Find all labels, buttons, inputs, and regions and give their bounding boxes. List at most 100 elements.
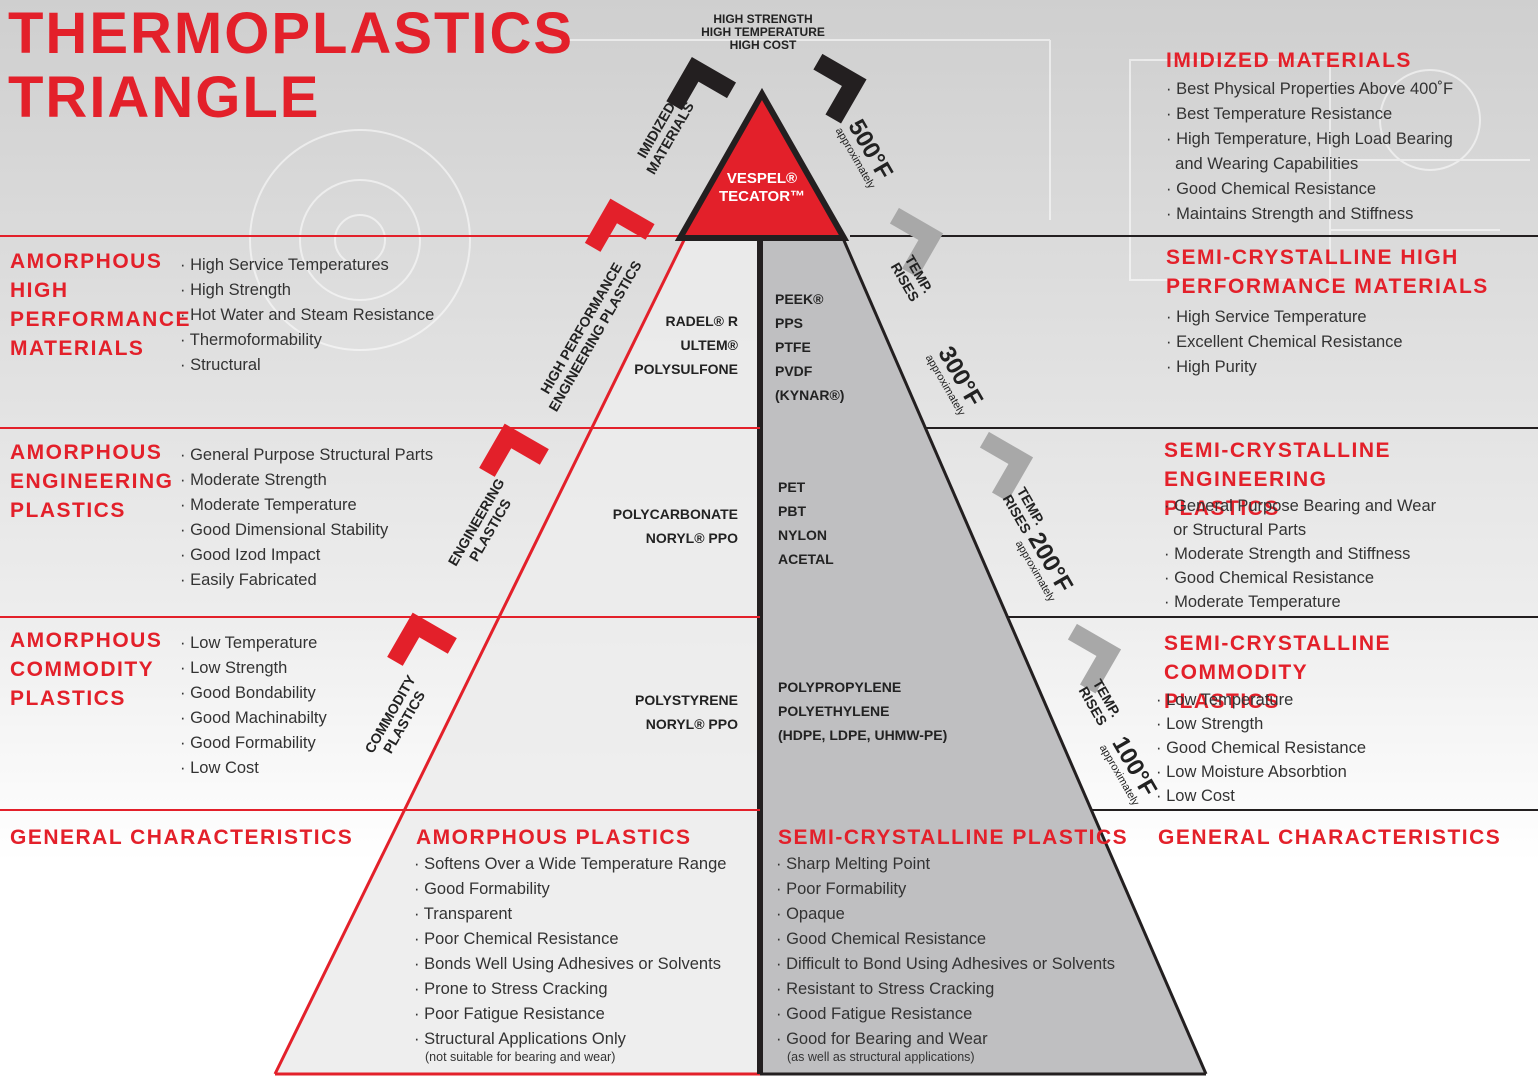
bullet: Good Bondability: [180, 681, 327, 706]
bullet: Good Izod Impact: [180, 543, 433, 568]
material-name: PPS: [775, 315, 804, 331]
left-heading-engineering: AMORPHOUS ENGINEERING PLASTICS: [10, 438, 174, 525]
chevron-imidized: [666, 57, 737, 111]
general-characteristics-right: GENERAL CHARACTERISTICS: [1158, 826, 1502, 849]
vespel-triangle: [674, 87, 850, 241]
material-name: PBT: [778, 503, 806, 519]
bullet-continuation: or Structural Parts: [1173, 521, 1307, 539]
materials-semicrystalline-high-performance: PEEK® PPS PTFE PVDF (KYNAR®): [775, 287, 844, 407]
semicrystalline-note: (as well as structural applications): [787, 1050, 975, 1064]
right-bullets-high-performance: High Service Temperature Excellent Chemi…: [1166, 305, 1403, 380]
bullet: Good Chemical Resistance: [776, 927, 1115, 952]
material-name: POLYPROPYLENE: [778, 679, 902, 695]
bullet: Bonds Well Using Adhesives or Solvents: [414, 952, 726, 977]
bullet: High Service Temperatures: [180, 253, 434, 278]
chevron-500: [813, 53, 867, 124]
bullet: Good for Bearing and Wear: [776, 1027, 1115, 1052]
bullet: Resistant to Stress Cracking: [776, 977, 1115, 1002]
bullet: Maintains Strength and Stiffness: [1166, 202, 1453, 227]
chevron-300: [889, 207, 944, 278]
material-name: PTFE: [775, 339, 811, 355]
bullet: Low Temperature: [1156, 688, 1366, 712]
bullet: Best Temperature Resistance: [1166, 102, 1453, 127]
heading-line: SEMI-CRYSTALLINE ENGINEERING: [1164, 439, 1391, 491]
bullet: Moderate Strength and Stiffness: [1164, 542, 1436, 566]
material-name: POLYCARBONATE: [612, 506, 738, 522]
bullet: Low Strength: [1156, 712, 1366, 736]
bullet: Easily Fabricated: [180, 568, 433, 593]
apex-line-2: HIGH TEMPERATURE: [701, 25, 825, 39]
bullet: Good Fatigue Resistance: [776, 1002, 1115, 1027]
heading-line: IMIDIZED MATERIALS: [1166, 49, 1412, 72]
chevron-100: [1067, 623, 1122, 694]
bullet: Transparent: [414, 902, 726, 927]
heading-line: AMORPHOUS: [10, 441, 163, 464]
bullet: Softens Over a Wide Temperature Range: [414, 852, 726, 877]
material-name: POLYETHYLENE: [778, 703, 890, 719]
bullet: Difficult to Bond Using Adhesives or Sol…: [776, 952, 1115, 977]
bullet: High Temperature, High Load Bearing: [1166, 127, 1453, 152]
left-bullets-high-performance: High Service Temperatures High Strength …: [180, 253, 435, 378]
vespel-label: VESPEL® TECATOR™: [712, 170, 812, 206]
material-name: NYLON: [778, 527, 827, 543]
bullet: Good Formability: [414, 877, 726, 902]
amorphous-plastics-bullets: Softens Over a Wide Temperature Range Go…: [414, 852, 727, 1052]
bullet: Structural: [180, 353, 434, 378]
right-bullets-imidized: Best Physical Properties Above 400˚F Bes…: [1166, 77, 1453, 227]
material-name: RADEL® R: [665, 313, 738, 329]
bullet: Low Temperature: [180, 631, 327, 656]
material-name: PVDF: [775, 363, 813, 379]
materials-amorphous-engineering: POLYCARBONATE NORYL® PPO: [560, 502, 738, 550]
chevron-200: [979, 431, 1034, 502]
apex-line-3: HIGH COST: [729, 38, 797, 52]
chevron-engineering: [479, 423, 549, 477]
bullet: Best Physical Properties Above 400˚F: [1166, 77, 1453, 102]
left-bullets-engineering: General Purpose Structural Parts Moderat…: [180, 443, 433, 593]
materials-amorphous-commodity: POLYSTYRENE NORYL® PPO: [560, 688, 738, 736]
material-name: (HDPE, LDPE, UHMW-PE): [778, 727, 948, 743]
bullet: High Purity: [1166, 355, 1403, 380]
material-name: NORYL® PPO: [645, 716, 738, 732]
heading-line: ENGINEERING: [10, 470, 174, 493]
heading-line: HIGH: [10, 279, 69, 302]
bullet: Moderate Temperature: [1164, 590, 1436, 614]
chevron-commodity: [387, 612, 457, 666]
apex-label: HIGH STRENGTH HIGH TEMPERATURE HIGH COST: [690, 13, 836, 52]
semicrystalline-plastics-heading: SEMI-CRYSTALLINE PLASTICS: [778, 826, 1129, 849]
left-heading-high-performance: AMORPHOUS HIGH PERFORMANCE MATERIALS: [10, 247, 191, 363]
bullet-continuation: and Wearing Capabilities: [1175, 155, 1359, 173]
bullet: High Strength: [180, 278, 434, 303]
left-heading-commodity: AMORPHOUS COMMODITY PLASTICS: [10, 626, 162, 713]
material-name: ACETAL: [778, 551, 834, 567]
vespel-line-1: VESPEL®: [726, 170, 798, 187]
bullet: Low Moisture Absorbtion: [1156, 760, 1366, 784]
general-characteristics-left: GENERAL CHARACTERISTICS: [10, 826, 354, 849]
page-title: THERMOPLASTICS TRIANGLE: [8, 2, 574, 130]
apex-line-1: HIGH STRENGTH: [713, 12, 813, 26]
heading-line: COMMODITY: [10, 658, 155, 681]
material-name: PET: [778, 479, 806, 495]
title-line-2: TRIANGLE: [8, 65, 321, 130]
bullet: Opaque: [776, 902, 1115, 927]
bullet: Low Cost: [180, 756, 327, 781]
material-name: POLYSULFONE: [634, 361, 738, 377]
heading-line: AMORPHOUS: [10, 250, 163, 273]
bullet: Good Formability: [180, 731, 327, 756]
bullet: High Service Temperature: [1166, 305, 1403, 330]
heading-line: AMORPHOUS: [10, 629, 163, 652]
heading-line: PERFORMANCE MATERIALS: [1166, 275, 1489, 298]
bullet: Hot Water and Steam Resistance: [180, 303, 434, 328]
bullet: Good Chemical Resistance: [1164, 566, 1436, 590]
right-heading-high-performance: SEMI-CRYSTALLINE HIGH PERFORMANCE MATERI…: [1166, 243, 1489, 301]
material-name: ULTEM®: [680, 337, 739, 353]
material-name: NORYL® PPO: [645, 530, 738, 546]
amorphous-note: (not suitable for bearing and wear): [425, 1050, 616, 1064]
heading-line: PLASTICS: [10, 499, 126, 522]
amorphous-plastics-heading: AMORPHOUS PLASTICS: [416, 826, 692, 849]
bullet: Poor Chemical Resistance: [414, 927, 726, 952]
bullet: General Purpose Bearing and Wear: [1164, 494, 1436, 518]
bullet: Poor Formability: [776, 877, 1115, 902]
material-name: POLYSTYRENE: [635, 692, 738, 708]
heading-line: PERFORMANCE: [10, 308, 192, 331]
material-name: PEEK®: [775, 291, 824, 307]
